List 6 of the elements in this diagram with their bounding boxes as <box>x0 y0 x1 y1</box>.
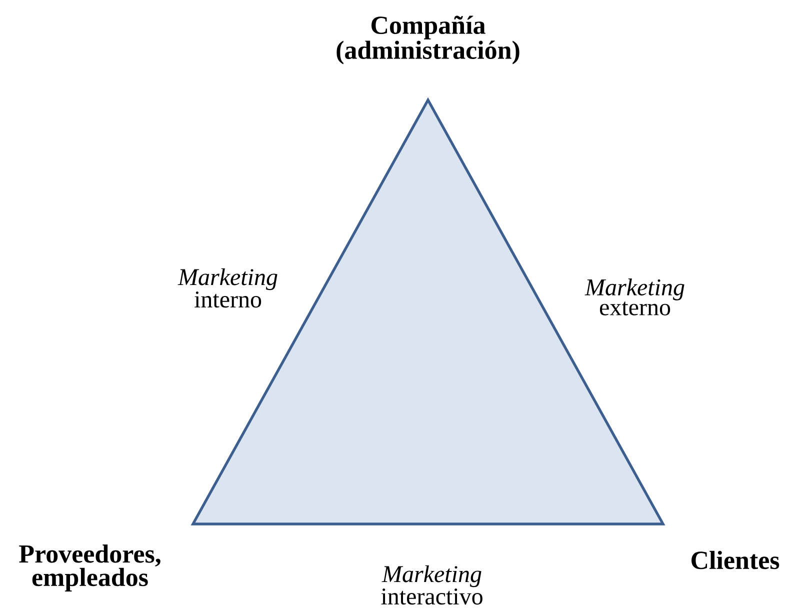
corner-label: Clientes <box>692 550 780 570</box>
corner-label: Compañía (administración) <box>336 16 520 64</box>
side-label: Marketing interno <box>178 268 278 308</box>
corner-label: Proveedores, empleados <box>19 544 160 592</box>
side-label: Marketing interactivo <box>381 565 482 605</box>
side-label: Marketing externo <box>584 278 684 316</box>
